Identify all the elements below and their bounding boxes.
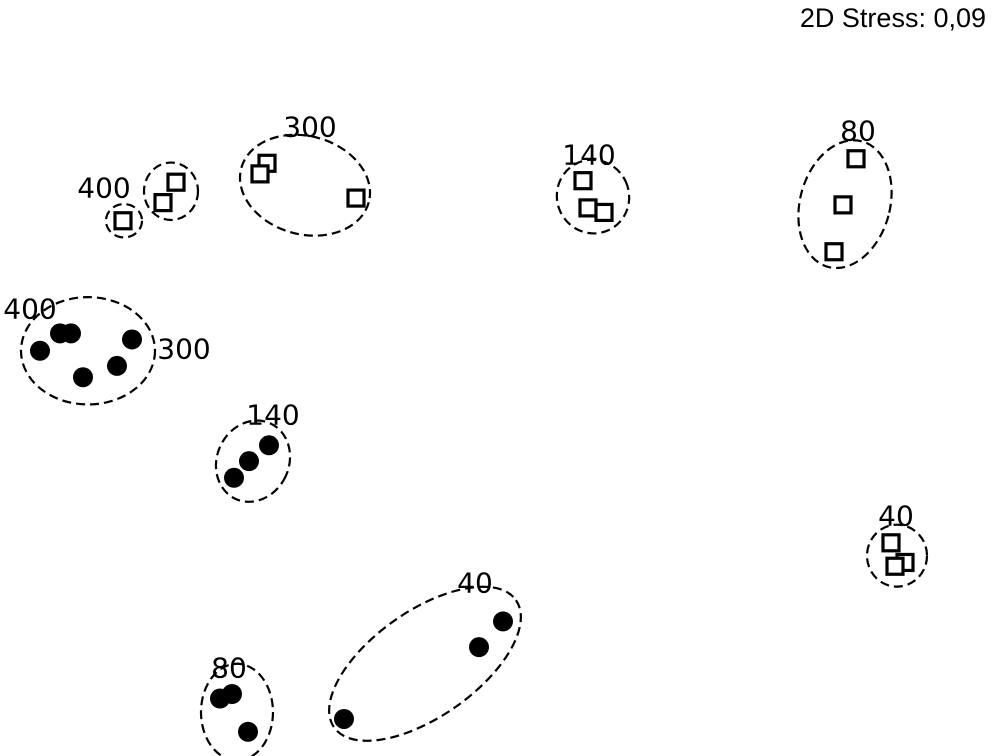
square-group-140-3-point-1 <box>578 198 598 218</box>
square-group-80-4-hull <box>797 139 893 270</box>
circle-group-400-0-label: 400 <box>3 293 56 326</box>
square-group-300-2-point-1 <box>250 164 270 184</box>
circle-group-400-0-point-3 <box>73 367 93 388</box>
square-group-80-4-point-0 <box>846 149 866 169</box>
circle-group-80-4-hull <box>199 662 275 756</box>
square-group-400-0-label: 400 <box>77 172 130 205</box>
circle-group-40-3-hull <box>328 585 522 742</box>
square-group-140-3-point-0 <box>573 171 593 191</box>
square-group-300-2-hull <box>238 133 372 237</box>
circle-group-140-2-point-1 <box>239 451 259 472</box>
circle-group-140-2-point-2 <box>224 467 244 488</box>
circle-group-400-0-point-1 <box>61 323 81 344</box>
square-group-300-2-point-2 <box>346 188 366 208</box>
circle-group-40-3-point-2 <box>334 708 354 729</box>
circle-group-400-0-point-5 <box>122 329 142 350</box>
square-group-80-4-label: 80 <box>840 115 876 148</box>
square-group-40-5-point-0 <box>881 533 901 553</box>
circle-group-80-4-label: 80 <box>211 652 247 685</box>
circle-group-80-4-point-2 <box>238 721 258 742</box>
cluster-hulls <box>19 133 929 756</box>
circle-group-400-0-hull <box>19 296 157 406</box>
circle-group-140-2-hull <box>214 419 292 503</box>
circle-group-400-0-point-4 <box>107 355 127 376</box>
square-group-140-3-point-2 <box>594 202 614 223</box>
stress-label: 2D Stress: 0,09 <box>800 3 986 33</box>
circle-group-140-2-label: 140 <box>246 399 299 432</box>
circle-group-140-2-point-0 <box>259 435 279 456</box>
square-group-140-3-hull <box>555 158 631 235</box>
circle-group-400-0-point-2 <box>30 340 50 361</box>
square-group-unlabeled-1-point-0 <box>153 193 173 213</box>
square-group-80-4-point-2 <box>824 242 844 262</box>
square-group-140-3-label: 140 <box>562 139 615 172</box>
square-group-40-5-point-2 <box>885 556 905 576</box>
data-points <box>30 149 915 742</box>
circle-group-40-3-point-1 <box>469 637 489 658</box>
square-group-80-4-point-1 <box>833 195 853 215</box>
square-group-400-0-point-0 <box>113 211 133 231</box>
circle-group-300-1-label: 300 <box>157 333 210 366</box>
square-group-40-5-label: 40 <box>878 500 914 533</box>
square-group-40-5-hull <box>865 523 929 588</box>
circle-group-40-3-point-0 <box>493 611 513 632</box>
square-group-unlabeled-1-hull <box>142 161 200 222</box>
square-group-300-2-label: 300 <box>283 111 336 144</box>
circle-group-80-4-point-1 <box>210 688 230 709</box>
circle-group-40-3-label: 40 <box>457 567 493 600</box>
square-group-unlabeled-1-point-1 <box>166 172 186 192</box>
cluster-labels: 400 300 140 80 40 400 300 140 40 80 <box>3 111 914 685</box>
square-group-400-0-hull <box>104 203 144 239</box>
